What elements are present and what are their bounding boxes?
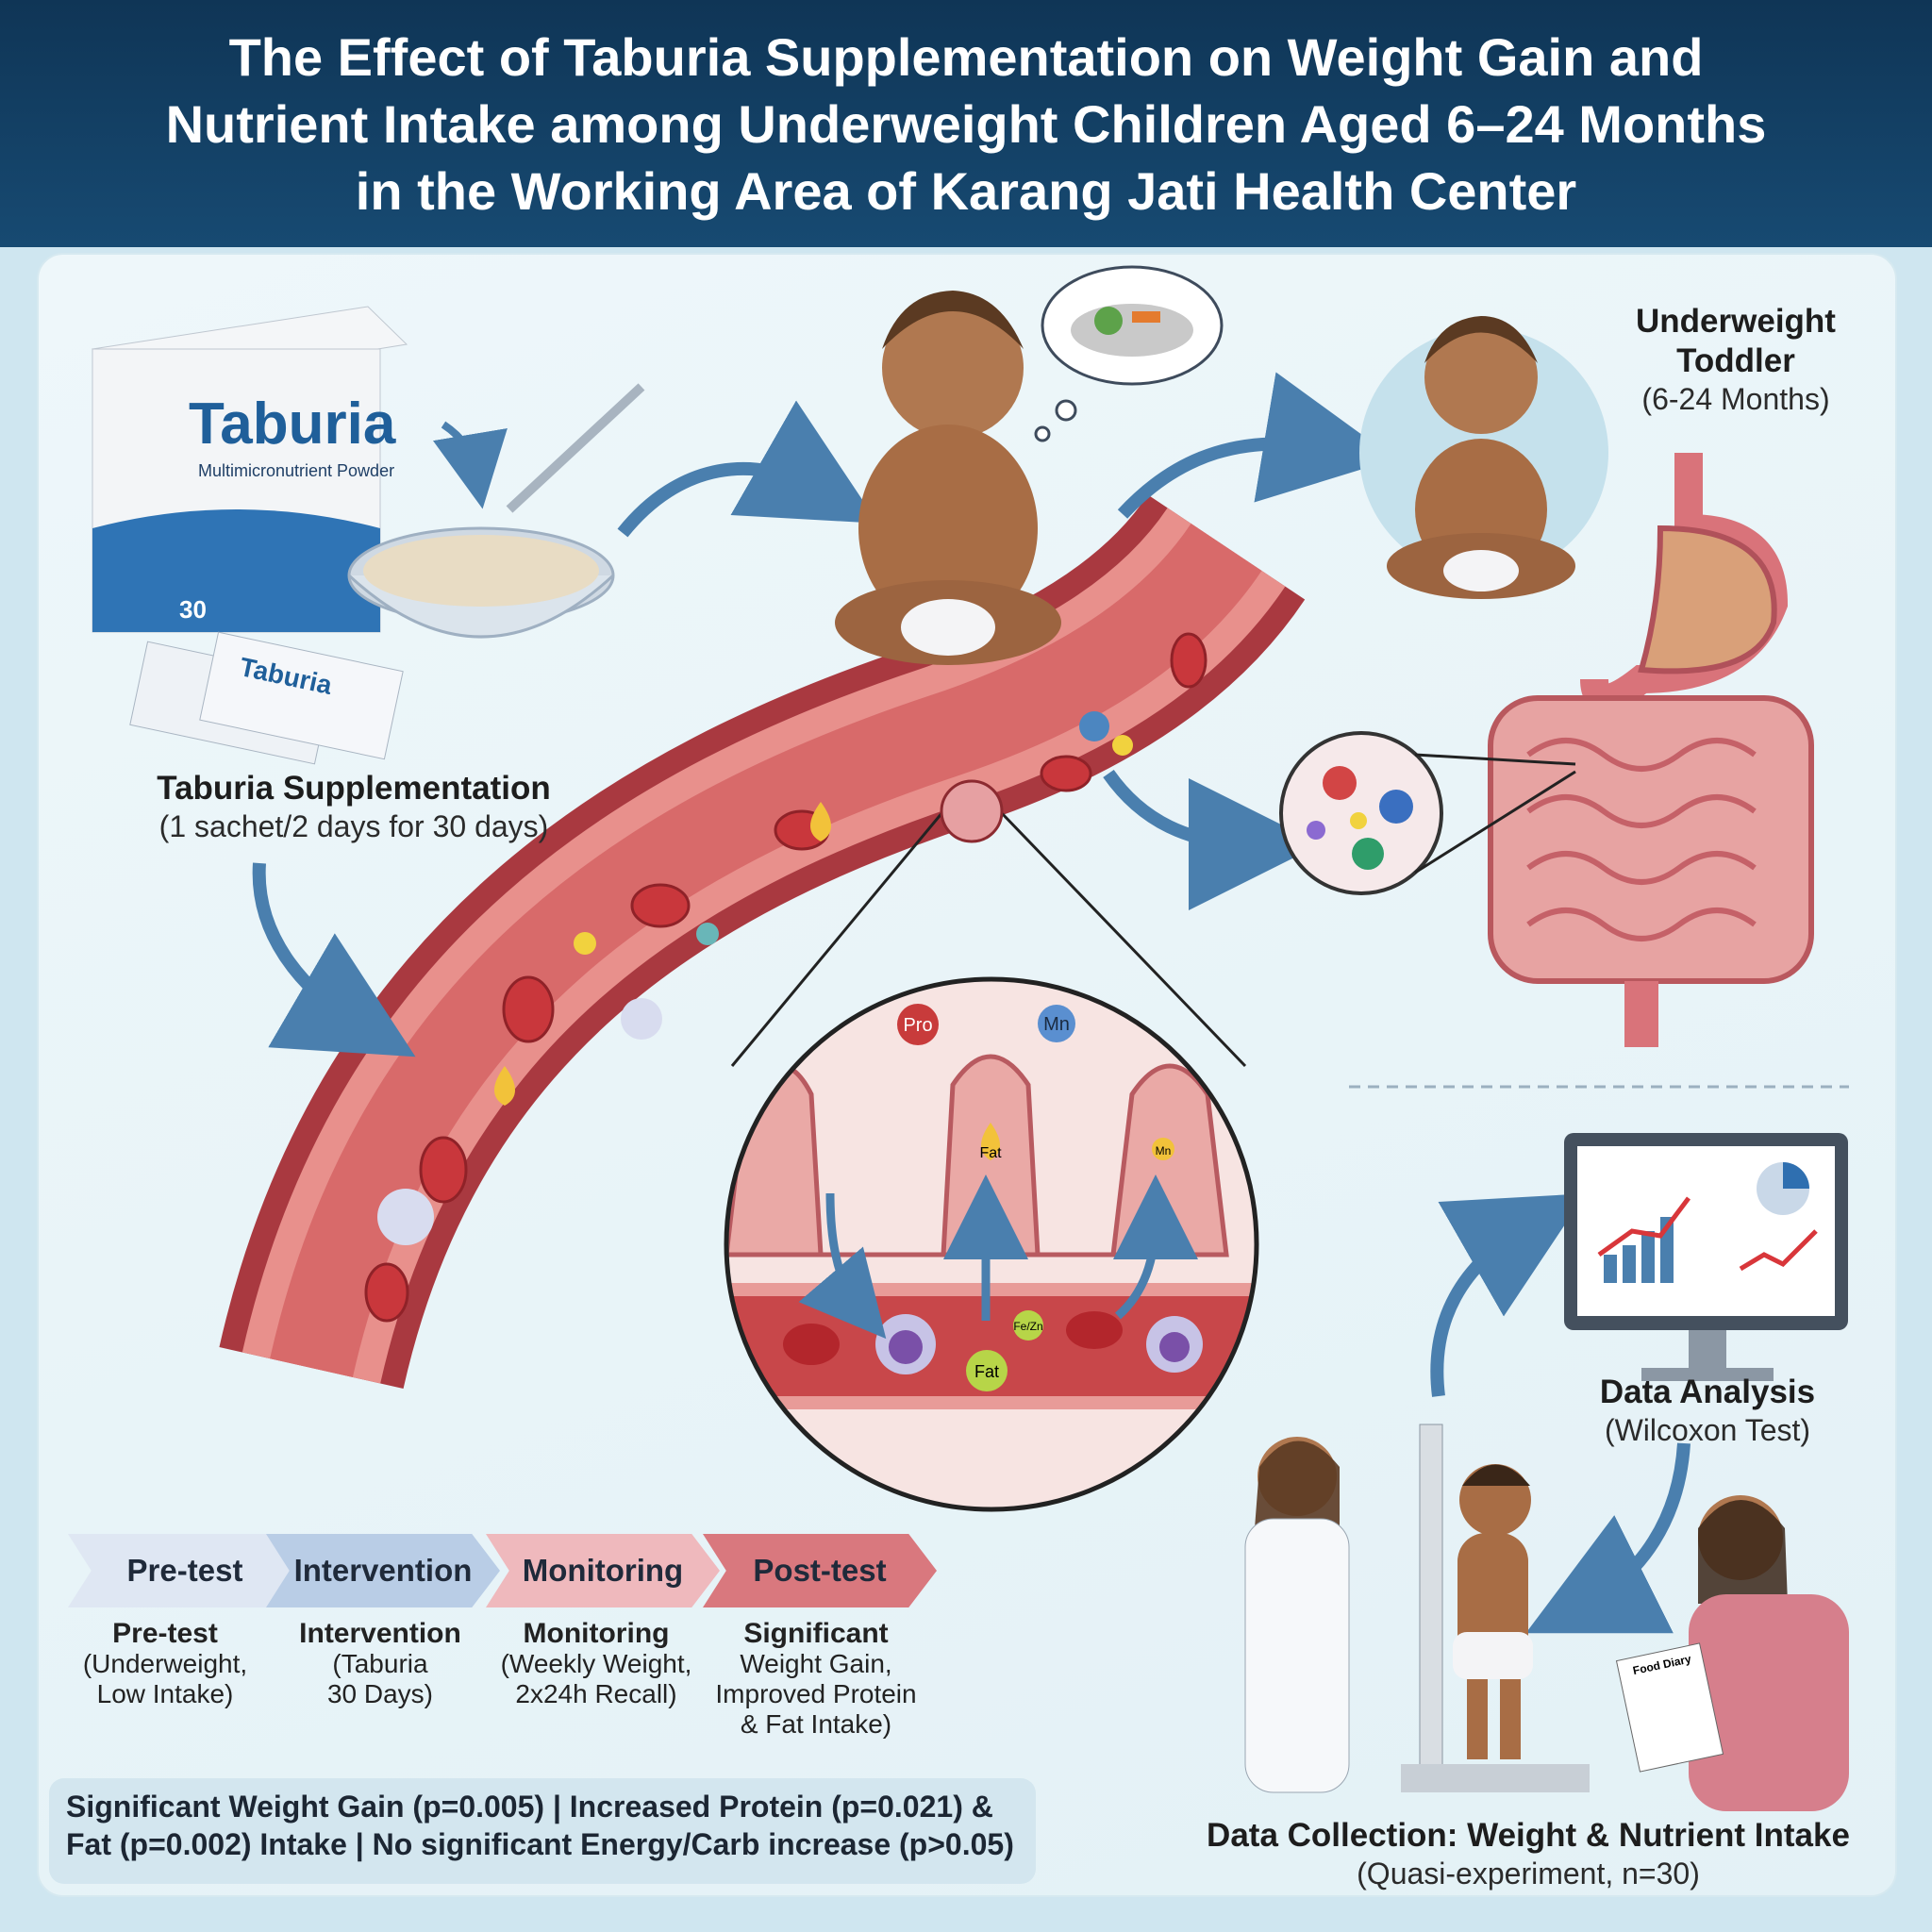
step-desc-title: Pre-test bbox=[112, 1618, 218, 1649]
step-post-test: Post-test bbox=[703, 1534, 937, 1607]
arrow-icon bbox=[798, 1192, 887, 1340]
villi-magnified-illustration: Pro Mn Fat Fat Mn Fe/Zn bbox=[724, 779, 1259, 1512]
step-desc-line: & Fat Intake) bbox=[740, 1709, 892, 1739]
step-desc-title: Significant bbox=[743, 1618, 889, 1649]
collection-label: Data Collection: Weight & Nutrient Intak… bbox=[1189, 1816, 1868, 1891]
step-monitoring: Monitoring bbox=[486, 1534, 720, 1607]
step-desc-line: Weight Gain, bbox=[740, 1649, 892, 1678]
arrow-icon bbox=[1117, 372, 1396, 519]
supplementation-title: Taburia Supplementation bbox=[157, 770, 551, 807]
digestive-system-illustration bbox=[1279, 453, 1814, 1047]
step-description: Monitoring(Weekly Weight,2x24h Recall) bbox=[488, 1619, 705, 1709]
blood-cells bbox=[364, 632, 1208, 1323]
taburia-box-illustration: Taburia Multimicronutrient Powder 30 Tab… bbox=[91, 306, 645, 765]
arrow-icon bbox=[1103, 769, 1321, 910]
title-line: Nutrient Intake among Underweight Childr… bbox=[165, 93, 1767, 154]
analysis-title: Data Analysis bbox=[1599, 1374, 1816, 1410]
toddler-label: Underweight Toddler (6-24 Months) bbox=[1594, 302, 1877, 417]
step-desc-line: (Weekly Weight, bbox=[500, 1649, 692, 1678]
arrow-icon bbox=[252, 862, 416, 1058]
product-brand-text: Taburia bbox=[189, 391, 396, 457]
title-line: in the Working Area of Karang Jati Healt… bbox=[355, 160, 1577, 221]
nutrient-tag: Pro bbox=[903, 1015, 932, 1036]
toddler-detail: (6-24 Months) bbox=[1641, 382, 1830, 416]
step-desc-title: Monitoring bbox=[523, 1618, 670, 1649]
collection-title: Data Collection: Weight & Nutrient Intak… bbox=[1207, 1817, 1850, 1854]
nutrient-tag: Mn bbox=[1043, 1014, 1070, 1035]
collection-detail: (Quasi-experiment, n=30) bbox=[1357, 1857, 1700, 1890]
toddler-title: Toddler bbox=[1676, 342, 1795, 379]
data-collection-illustration: Food Diary bbox=[1244, 1424, 1849, 1811]
arrow-icon bbox=[1525, 1442, 1690, 1634]
arrow-icon bbox=[1430, 1193, 1586, 1397]
supplementation-detail: (1 sachet/2 days for 30 days) bbox=[158, 809, 549, 843]
results-summary: Significant Weight Gain (p=0.005) | Incr… bbox=[49, 1778, 1036, 1884]
nutrient-tag: Fat bbox=[979, 1145, 1002, 1161]
nutrient-tag: Mn bbox=[1156, 1144, 1172, 1158]
toddler-illustration bbox=[1359, 316, 1608, 599]
arrow-icon bbox=[432, 421, 508, 509]
step-desc-line: 2x24h Recall) bbox=[515, 1679, 677, 1708]
step-desc-line: 30 Days) bbox=[326, 1679, 434, 1708]
arrow-icon bbox=[617, 400, 878, 538]
monitor-chart-icon bbox=[1564, 1133, 1848, 1381]
summary-line: Significant Weight Gain (p=0.005) | Incr… bbox=[66, 1790, 993, 1824]
step-desc-line: Low Intake) bbox=[96, 1679, 234, 1708]
header-title: The Effect of Taburia Supplementation on… bbox=[0, 0, 1932, 247]
title-line: The Effect of Taburia Supplementation on… bbox=[228, 26, 1704, 87]
product-count-text: 30 bbox=[179, 595, 207, 624]
supplementation-label: Taburia Supplementation (1 sachet/2 days… bbox=[123, 769, 585, 844]
nutrient-tag: Fe/Zn bbox=[1013, 1320, 1042, 1333]
nutrient-particles bbox=[377, 711, 1133, 1245]
baby-illustration bbox=[835, 265, 1224, 665]
nutrient-tag: Fat bbox=[974, 1362, 999, 1381]
arrow-icon bbox=[1112, 1174, 1198, 1320]
step-description: Pre-test(Underweight,Low Intake) bbox=[57, 1619, 274, 1709]
analysis-label: Data Analysis (Wilcoxon Test) bbox=[1547, 1373, 1868, 1448]
step-desc-line: (Taburia bbox=[332, 1649, 428, 1678]
toddler-title: Underweight bbox=[1636, 303, 1836, 340]
step-pre-test: Pre-test bbox=[68, 1534, 302, 1607]
step-desc-line: (Underweight, bbox=[82, 1649, 248, 1678]
step-intervention: Intervention bbox=[266, 1534, 500, 1607]
product-subtitle-text: Multimicronutrient Powder bbox=[198, 461, 394, 480]
analysis-detail: (Wilcoxon Test) bbox=[1604, 1413, 1811, 1447]
step-desc-line: Improved Protein bbox=[715, 1679, 917, 1708]
summary-line: Fat (p=0.002) Intake | No significant En… bbox=[66, 1827, 1014, 1861]
step-desc-title: Intervention bbox=[299, 1618, 461, 1649]
